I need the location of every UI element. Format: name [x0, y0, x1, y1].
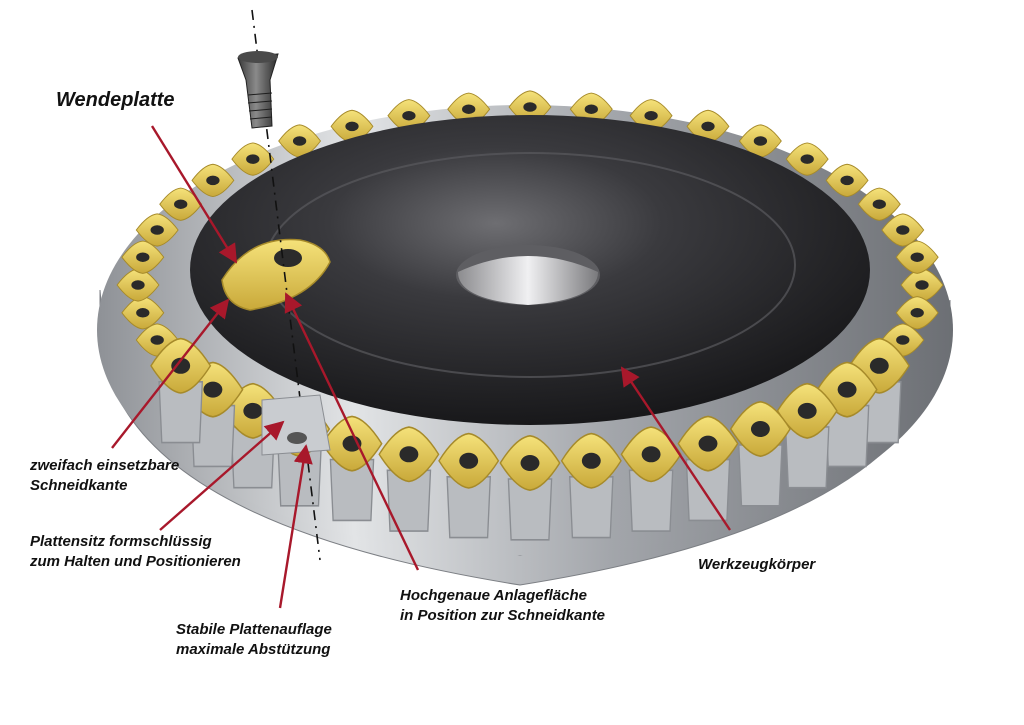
label-insert-seat-line1: Plattensitz formschlüssig: [30, 533, 212, 550]
cutting-insert: [116, 268, 160, 302]
cutting-insert: [895, 240, 939, 274]
cutting-insert: [278, 124, 322, 158]
label-cutting-edge-line1: zweifach einsetzbare: [30, 457, 180, 474]
label-tool-body: Werkzeugkörper: [698, 556, 816, 573]
cutting-insert: [776, 382, 838, 489]
cutting-insert: [231, 142, 275, 176]
label-contact-surface: Hochgenaue Anlagefläche in Position zur …: [400, 586, 605, 626]
cutting-insert: [321, 415, 383, 522]
cutting-insert: [560, 432, 622, 539]
cutting-insert: [677, 415, 739, 522]
cutting-insert: [825, 163, 869, 198]
cutting-insert: [881, 213, 925, 247]
arrow-insert: [150, 125, 238, 264]
cutting-insert: [135, 213, 179, 247]
arrow-body: [620, 366, 731, 531]
cutting-insert: [785, 142, 829, 176]
cutting-insert: [191, 163, 235, 198]
cutting-insert: [378, 426, 440, 532]
clamping-screw-icon: [237, 51, 279, 129]
arrow-contact: [284, 292, 420, 571]
cutting-insert: [729, 400, 791, 507]
arrow-seat: [159, 420, 285, 531]
cutting-insert: [121, 296, 165, 330]
label-contact-surface-line2: in Position zur Schneidkante: [400, 607, 606, 624]
cutting-insert: [330, 109, 374, 144]
loose-insert: [221, 238, 331, 311]
cutting-insert: [620, 426, 682, 532]
cutting-insert: [857, 187, 901, 221]
center-bore-wall: [458, 256, 598, 305]
cutting-insert: [438, 432, 500, 539]
leader-arrows: [111, 125, 731, 609]
label-insert-seat-line2: zum Halten und Positionieren: [30, 553, 241, 570]
label-cutting-edge: zweifach einsetzbare Schneidkante: [30, 456, 179, 496]
axis-line: [251, 9, 321, 561]
label-insert-support: Stabile Plattenauflage maximale Abstützu…: [176, 620, 332, 660]
label-cutting-edge-line2: Schneidkante: [30, 477, 128, 494]
label-contact-surface-line1: Hochgenaue Anlagefläche: [400, 587, 587, 604]
arrow-support: [278, 444, 313, 609]
cutting-insert: [121, 240, 165, 274]
cutting-insert: [499, 434, 561, 541]
insert-seat: [261, 394, 331, 456]
label-insert: Wendeplatte: [56, 89, 175, 111]
label-insert-seat: Plattensitz formschlüssig zum Halten und…: [30, 532, 241, 572]
label-insert-support-line1: Stabile Plattenauflage: [176, 621, 332, 638]
arrow-edge: [111, 298, 230, 449]
label-insert-support-line2: maximale Abstützung: [176, 641, 331, 658]
insert-ring: [116, 90, 944, 357]
insert-row-front: [150, 337, 910, 541]
